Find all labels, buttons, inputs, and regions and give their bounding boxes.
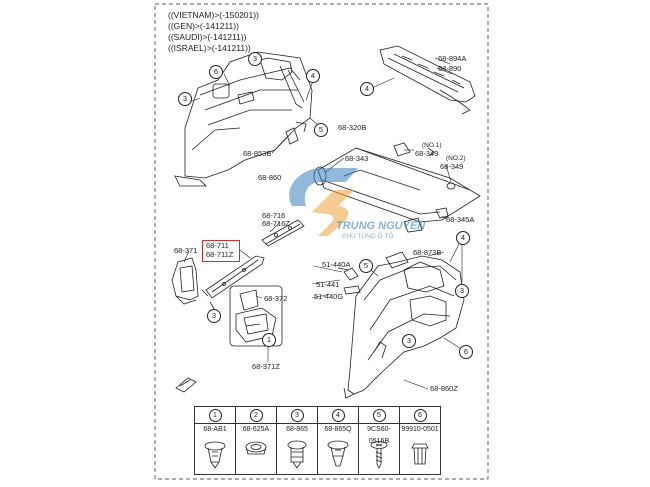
label-68-343[interactable]: 68-343: [345, 154, 369, 163]
highlighted-part-box[interactable]: 68-711 68-711Z: [202, 240, 240, 262]
fastener-cap-icon: [236, 436, 276, 474]
label-68-711[interactable]: 68-711: [206, 241, 229, 250]
callout-5: 5: [314, 123, 328, 137]
callout-4: 4: [306, 69, 320, 83]
legend-part-number[interactable]: 68-AB1: [195, 423, 235, 436]
condition-saudi: ((SAUDI)>(-141211)): [168, 32, 247, 42]
legend-number: 5: [372, 409, 386, 422]
label-68-716[interactable]: 68-716: [262, 211, 286, 220]
label-68-320B[interactable]: 68-320B: [338, 123, 367, 132]
label-68-860[interactable]: 68-860: [258, 173, 282, 182]
label-68-711Z[interactable]: 68-711Z: [206, 250, 234, 259]
fastener-legend-table: 1 68-AB1 2 68-625A 3 68-865: [194, 406, 441, 475]
legend-number: 4: [331, 409, 345, 422]
callout-3: 3: [248, 52, 262, 66]
fastener-nut-clip-icon: [400, 436, 440, 474]
watermark-brand: TRUNG NGUYEN: [336, 220, 426, 232]
fastener-screw-icon: [359, 436, 399, 474]
label-51-440A[interactable]: 51-440A: [322, 260, 351, 269]
legend-cell-3[interactable]: 3 68-865: [276, 406, 318, 475]
screw-part: [175, 377, 197, 393]
condition-gen: ((GEN)>(-141211)): [168, 21, 239, 31]
watermark-logo: [289, 168, 358, 236]
watermark-tagline: PHỤ TÙNG Ô TÔ: [342, 233, 394, 240]
legend-number: 2: [249, 409, 263, 422]
label-51-441[interactable]: 51-441: [316, 280, 340, 289]
sill-trim: [379, 45, 476, 115]
legend-number: 6: [413, 409, 427, 422]
legend-cell-5[interactable]: 5 9CS60-0516B: [358, 406, 400, 475]
legend-cell-4[interactable]: 4 68-865Q: [317, 406, 359, 475]
legend-cell-6[interactable]: 6 99910-0501: [399, 406, 441, 475]
label-68-853B[interactable]: 68-853B: [243, 149, 272, 158]
label-68-345A[interactable]: 68-345A: [446, 215, 475, 224]
legend-number: 3: [290, 409, 304, 422]
label-68-371Z[interactable]: 68-371Z: [252, 362, 280, 371]
legend-part-number[interactable]: 9CS60-0516B: [359, 423, 399, 445]
quarter-trim-left: [174, 51, 313, 187]
callout-3: 3: [207, 309, 221, 323]
fastener-clip-icon: [277, 436, 317, 474]
label-68-716Z[interactable]: 68-716Z: [262, 219, 290, 228]
label-no1: (NO.1): [422, 142, 442, 149]
callout-3: 3: [178, 92, 192, 106]
legend-number: 1: [208, 409, 222, 422]
callout-3: 3: [455, 284, 469, 298]
callout-4: 4: [360, 82, 374, 96]
callout-6: 6: [209, 65, 223, 79]
side-storage-box: [229, 285, 283, 347]
legend-part-number[interactable]: 68-865: [277, 423, 317, 436]
legend-part-number[interactable]: 68-865Q: [318, 423, 358, 436]
condition-israel: ((ISRAEL)>(-141211)): [168, 43, 251, 53]
condition-vietnam: ((VIETNAM)>(-150201)): [168, 10, 259, 20]
callout-1: 1: [262, 333, 276, 347]
pillar-trim: [205, 255, 265, 299]
garnish-strip: [261, 219, 305, 247]
fastener-clip-icon: [195, 436, 235, 474]
legend-part-number[interactable]: 99910-0501: [400, 423, 440, 436]
quarter-trim-right: [343, 251, 465, 399]
label-68-860Z[interactable]: 68-860Z: [430, 384, 458, 393]
callout-4: 4: [456, 231, 470, 245]
label-68-371[interactable]: 68-371: [174, 246, 198, 255]
label-51-440G[interactable]: 51-440G: [314, 292, 344, 301]
label-68-894A[interactable]: 68-894A: [438, 54, 467, 63]
label-68-349-no2[interactable]: 68-349: [440, 162, 464, 171]
bracket-left: [171, 257, 217, 313]
callout-5: 5: [359, 259, 373, 273]
callout-6: 6: [459, 345, 473, 359]
label-68-890[interactable]: 68-890: [438, 64, 462, 73]
fastener-push-pin-icon: [318, 436, 358, 474]
legend-part-number[interactable]: 68-625A: [236, 423, 276, 436]
label-68-349-no1[interactable]: 68-349: [415, 149, 439, 158]
label-68-372[interactable]: 68-372: [264, 294, 288, 303]
legend-cell-2[interactable]: 2 68-625A: [235, 406, 277, 475]
legend-cell-1[interactable]: 1 68-AB1: [194, 406, 236, 475]
callout-3: 3: [402, 334, 416, 348]
clip-assembly: [337, 267, 361, 295]
label-68-873B[interactable]: 68-873B: [413, 248, 442, 257]
label-no2: (NO.2): [446, 155, 466, 162]
